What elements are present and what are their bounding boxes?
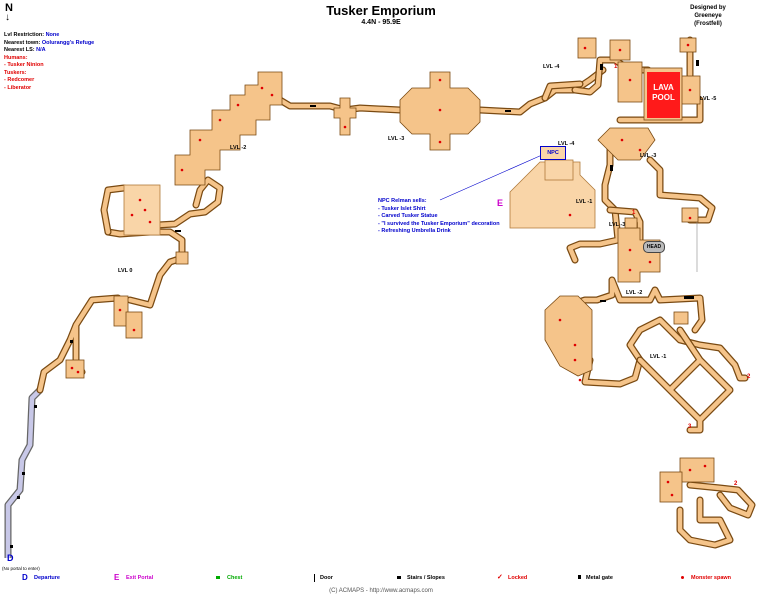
map-coordinates: 4.4N - 95.9E [361, 19, 401, 26]
legend-door-icon [314, 574, 315, 582]
npc-pointer-line [439, 154, 543, 201]
legend-locked-icon: ✓ [497, 574, 503, 581]
locked-marker: 1 [614, 64, 618, 70]
map-credit: Designed by Greeneye (Frostfell) [690, 5, 726, 27]
legend-chest-icon [216, 576, 220, 579]
legend-stairs: Stairs / Slopes [407, 575, 445, 581]
map-legend: D Departure E Exit Portal Chest Door Sta… [0, 572, 762, 588]
departure-marker: D [7, 553, 14, 563]
map-markers [10, 60, 699, 548]
departure-note: (No portal to enter) [2, 566, 40, 571]
level-label: LVL -4 [558, 141, 575, 147]
exit-portal-marker: E [497, 198, 504, 208]
map-footer: (C) ACMAPS - http://www.acmaps.com [329, 588, 433, 594]
level-label: LVL -3 [640, 153, 657, 159]
locked-marker: 1 [632, 210, 636, 216]
legend-locked: Locked [508, 575, 528, 581]
locked-marker: 2 [734, 481, 738, 487]
legend-stairs-icon [397, 576, 401, 579]
legend-monster-spawn: Monster spawn [691, 575, 732, 581]
legend-departure: Departure [34, 575, 60, 581]
level-label: LVL 0 [118, 268, 133, 274]
start-corridor [4, 387, 43, 558]
map-title: Tusker Emporium [326, 3, 436, 18]
level-label: LVL -2 [626, 290, 643, 296]
head-marker: HEAD [643, 241, 665, 253]
locked-marker: 3 [688, 424, 692, 430]
level-label: LVL -1 [576, 199, 593, 205]
legend-chest: Chest [227, 575, 243, 581]
npc-marker: NPC [540, 146, 566, 160]
level-label: LVL -3 [388, 136, 405, 142]
level-label: LVL -5 [700, 96, 717, 102]
npc-sells-info: NPC Relman sells: - Tusker Islet Shirt -… [378, 198, 500, 234]
north-arrow: N ↓ [5, 2, 13, 23]
legend-exit-symbol: E [114, 573, 120, 582]
locked-marker: 2 [747, 374, 751, 380]
legend-door: Door [320, 575, 333, 581]
lava-pool: LAVA POOL [647, 72, 680, 118]
legend-metal-gate: Metal gate [586, 575, 613, 581]
legend-metal-gate-icon [578, 575, 581, 579]
level-label: LVL -3 [609, 222, 626, 228]
dungeon-info: Lvl Restriction: None Nearest town: Oolu… [4, 32, 95, 91]
legend-monster-icon [681, 576, 684, 579]
level-label: LVL -1 [650, 354, 667, 360]
legend-departure-symbol: D [22, 573, 28, 582]
monster-spawns [70, 43, 707, 497]
level-label: LVL -4 [543, 64, 560, 70]
level-label: LVL -2 [230, 145, 247, 151]
legend-exit-portal: Exit Portal [126, 575, 154, 581]
